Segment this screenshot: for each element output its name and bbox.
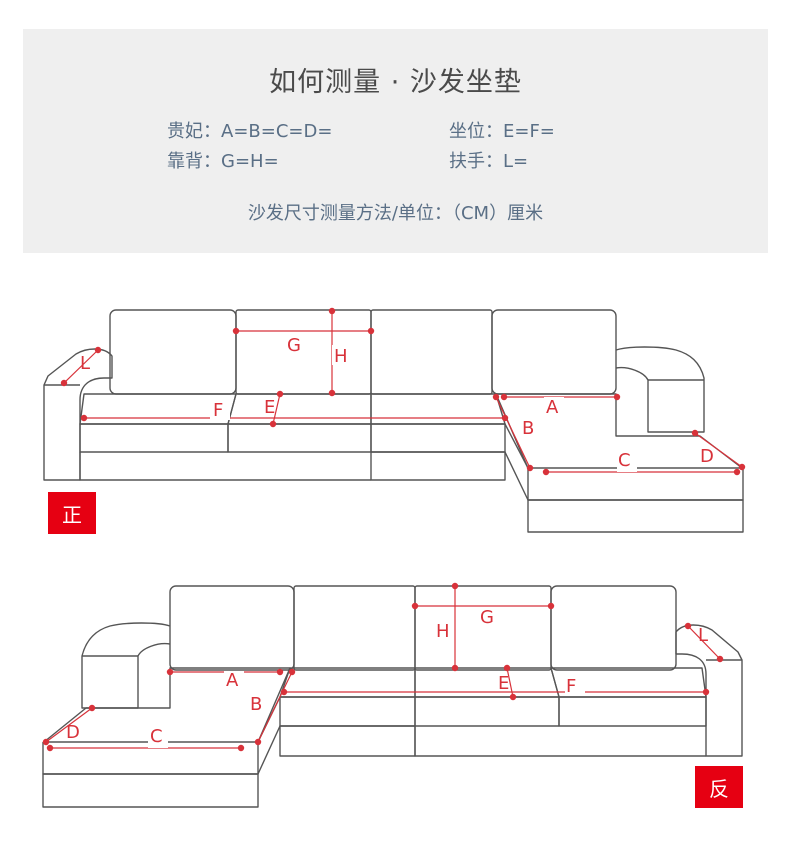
spec-arm: 扶手：L= (449, 151, 529, 172)
spec-seat: 坐位：E=F= (449, 121, 555, 142)
front-measure-labels: G H L F E A B C D (80, 334, 714, 472)
spec-back: 靠背：G=H= (167, 151, 279, 172)
front-label-b: B (522, 418, 534, 439)
back-badge: 反 (695, 766, 743, 808)
back-label-b: B (250, 694, 262, 715)
back-label-h: H (436, 621, 450, 642)
spec-chaise: 贵妃：A=B=C=D= (167, 121, 333, 142)
back-label-d: D (66, 722, 80, 743)
back-measure-labels: G H L F E A B C D (66, 607, 708, 748)
back-label-f: F (566, 676, 576, 697)
header-panel: 如何测量 · 沙发坐垫 贵妃：A=B=C=D= 坐位：E=F= 靠背：G=H= … (23, 29, 768, 253)
front-label-g: G (287, 335, 301, 356)
page-title: 如何测量 · 沙发坐垫 (269, 67, 522, 98)
front-measure-lines (60, 307, 746, 476)
front-label-f: F (213, 400, 223, 421)
back-label-e: E (498, 673, 509, 694)
front-sofa (43, 309, 744, 533)
front-badge: 正 (48, 492, 96, 534)
back-sofa (42, 585, 743, 808)
unit-note: 沙发尺寸测量方法/单位：（CM）厘米 (247, 203, 544, 224)
back-label-l: L (698, 625, 708, 646)
front-label-e: E (264, 397, 275, 418)
front-label-l: L (80, 353, 90, 374)
back-label-a: A (226, 670, 239, 691)
front-label-c: C (618, 450, 631, 471)
front-label-h: H (334, 346, 348, 367)
front-label-d: D (700, 446, 714, 467)
back-label-g: G (480, 607, 494, 628)
back-measure-lines (42, 582, 724, 752)
back-label-c: C (150, 726, 163, 747)
front-label-a: A (546, 397, 559, 418)
